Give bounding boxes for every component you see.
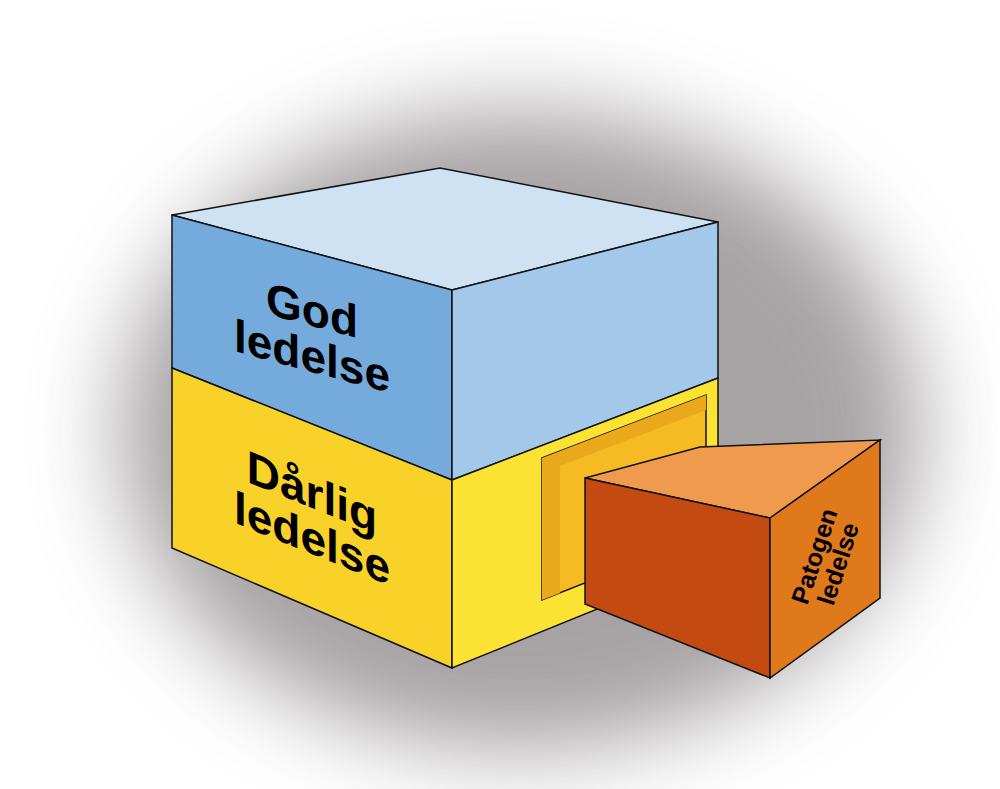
orange-side-face — [770, 440, 880, 678]
yellow-front-face — [172, 368, 452, 668]
orange-front-face — [585, 478, 770, 678]
shadow-glow — [120, 110, 920, 750]
